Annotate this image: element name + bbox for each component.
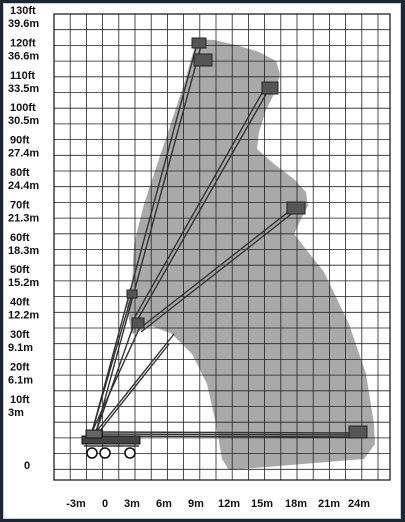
x-tick-label: 3m (124, 498, 140, 510)
y-tick-ft: 110ft (10, 70, 35, 82)
x-tick-label: 12m (218, 498, 240, 510)
y-tick-ft: 60ft (10, 232, 30, 244)
y-tick-ft: 120ft (10, 37, 36, 49)
y-tick-ft: 70ft (10, 199, 30, 211)
x-tick-label: 6m (156, 498, 172, 510)
wheel-right (124, 447, 136, 459)
y-tick-m: 3m (8, 407, 24, 419)
vehicle-base (81, 429, 141, 459)
x-tick-label: 9m (188, 498, 204, 510)
y-tick-ft: 100ft (10, 102, 36, 114)
basket-low (126, 289, 138, 299)
y-tick-m: 24.4m (8, 180, 39, 192)
grid-border (53, 13, 391, 481)
x-axis-labels: -3m 0 3m 6m 9m 12m 15m 18m 21m 24m (66, 498, 370, 510)
x-tick-label: 15m (251, 498, 273, 510)
y-tick-m: 9.1m (8, 342, 33, 354)
basket-top-lower (193, 53, 213, 67)
x-tick-label: 0 (102, 498, 108, 510)
basket-low-2 (131, 317, 145, 329)
y-tick-m: 21.3m (8, 212, 39, 224)
working-envelope-area (126, 39, 375, 470)
y-tick-m: 12.2m (8, 310, 39, 322)
basket-mid-right (286, 201, 306, 215)
y-tick-m: 33.5m (8, 83, 39, 95)
y-tick-ft: 30ft (10, 329, 30, 341)
x-tick-label: 18m (285, 498, 307, 510)
y-tick-ft: 0 (24, 460, 30, 472)
y-tick-m: 18.3m (8, 245, 39, 257)
y-tick-ft: 130ft (10, 5, 36, 17)
wheel-center (99, 447, 111, 459)
x-tick-label: -3m (66, 498, 86, 510)
y-tick-m: 39.6m (8, 18, 39, 30)
x-tick-label: 24m (348, 498, 370, 510)
y-tick-ft: 80ft (10, 167, 30, 179)
y-tick-ft: 90ft (10, 135, 30, 147)
boom-structure (91, 43, 357, 438)
y-tick-ft: 10ft (10, 394, 30, 406)
y-tick-m: 30.5m (8, 115, 39, 127)
wheel-left (86, 447, 98, 459)
platform-baskets (126, 37, 368, 439)
y-tick-ft: 40ft (10, 297, 30, 309)
basket-top (191, 37, 207, 49)
basket-upper-right (261, 81, 279, 95)
y-tick-m: 15.2m (8, 277, 39, 289)
x-tick-label: 21m (318, 498, 340, 510)
y-tick-ft: 50ft (10, 264, 30, 276)
y-tick-m: 27.4m (8, 148, 39, 160)
basket-horizontal (348, 425, 368, 439)
y-tick-ft: 20ft (10, 361, 30, 373)
y-tick-m: 6.1m (8, 374, 33, 386)
y-tick-m: 36.6m (8, 50, 39, 62)
